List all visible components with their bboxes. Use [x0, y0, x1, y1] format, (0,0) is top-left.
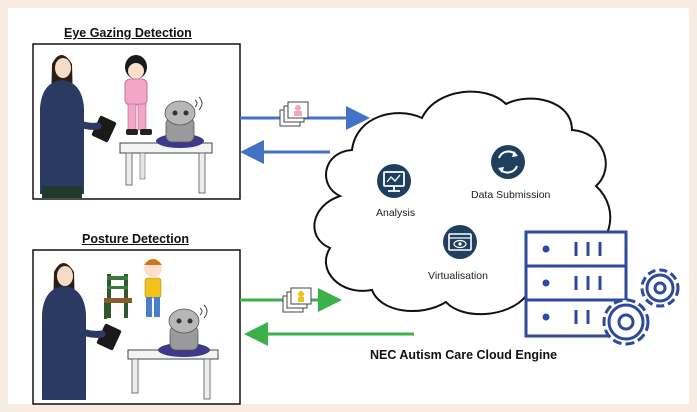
- analysis-monitor-icon: [377, 164, 411, 198]
- data-submission-sync-icon: [491, 145, 525, 179]
- chair-icon: [104, 274, 132, 319]
- photo-stack-icon: [279, 101, 309, 127]
- robot-icon: [158, 304, 210, 357]
- therapist-woman-icon: [40, 55, 117, 198]
- eye-gazing-scene: [32, 43, 241, 200]
- photo-stack-icon: [282, 287, 312, 313]
- data-submission-label: Data Submission: [471, 189, 551, 201]
- posture-scene: [32, 249, 241, 405]
- gear-icon: [640, 268, 680, 308]
- gear-icon: [602, 298, 650, 346]
- child-boy-icon: [144, 259, 162, 317]
- posture-title: Posture Detection: [82, 232, 189, 246]
- virtualisation-eye-icon: [443, 225, 477, 259]
- therapist-woman-icon: [42, 263, 122, 400]
- analysis-label: Analysis: [376, 207, 416, 219]
- eye-gazing-title: Eye Gazing Detection: [64, 26, 192, 40]
- engine-label: NEC Autism Care Cloud Engine: [370, 348, 558, 362]
- virtualisation-label: Virtualisation: [428, 270, 488, 282]
- robot-icon: [156, 96, 204, 148]
- child-girl-icon: [124, 55, 152, 135]
